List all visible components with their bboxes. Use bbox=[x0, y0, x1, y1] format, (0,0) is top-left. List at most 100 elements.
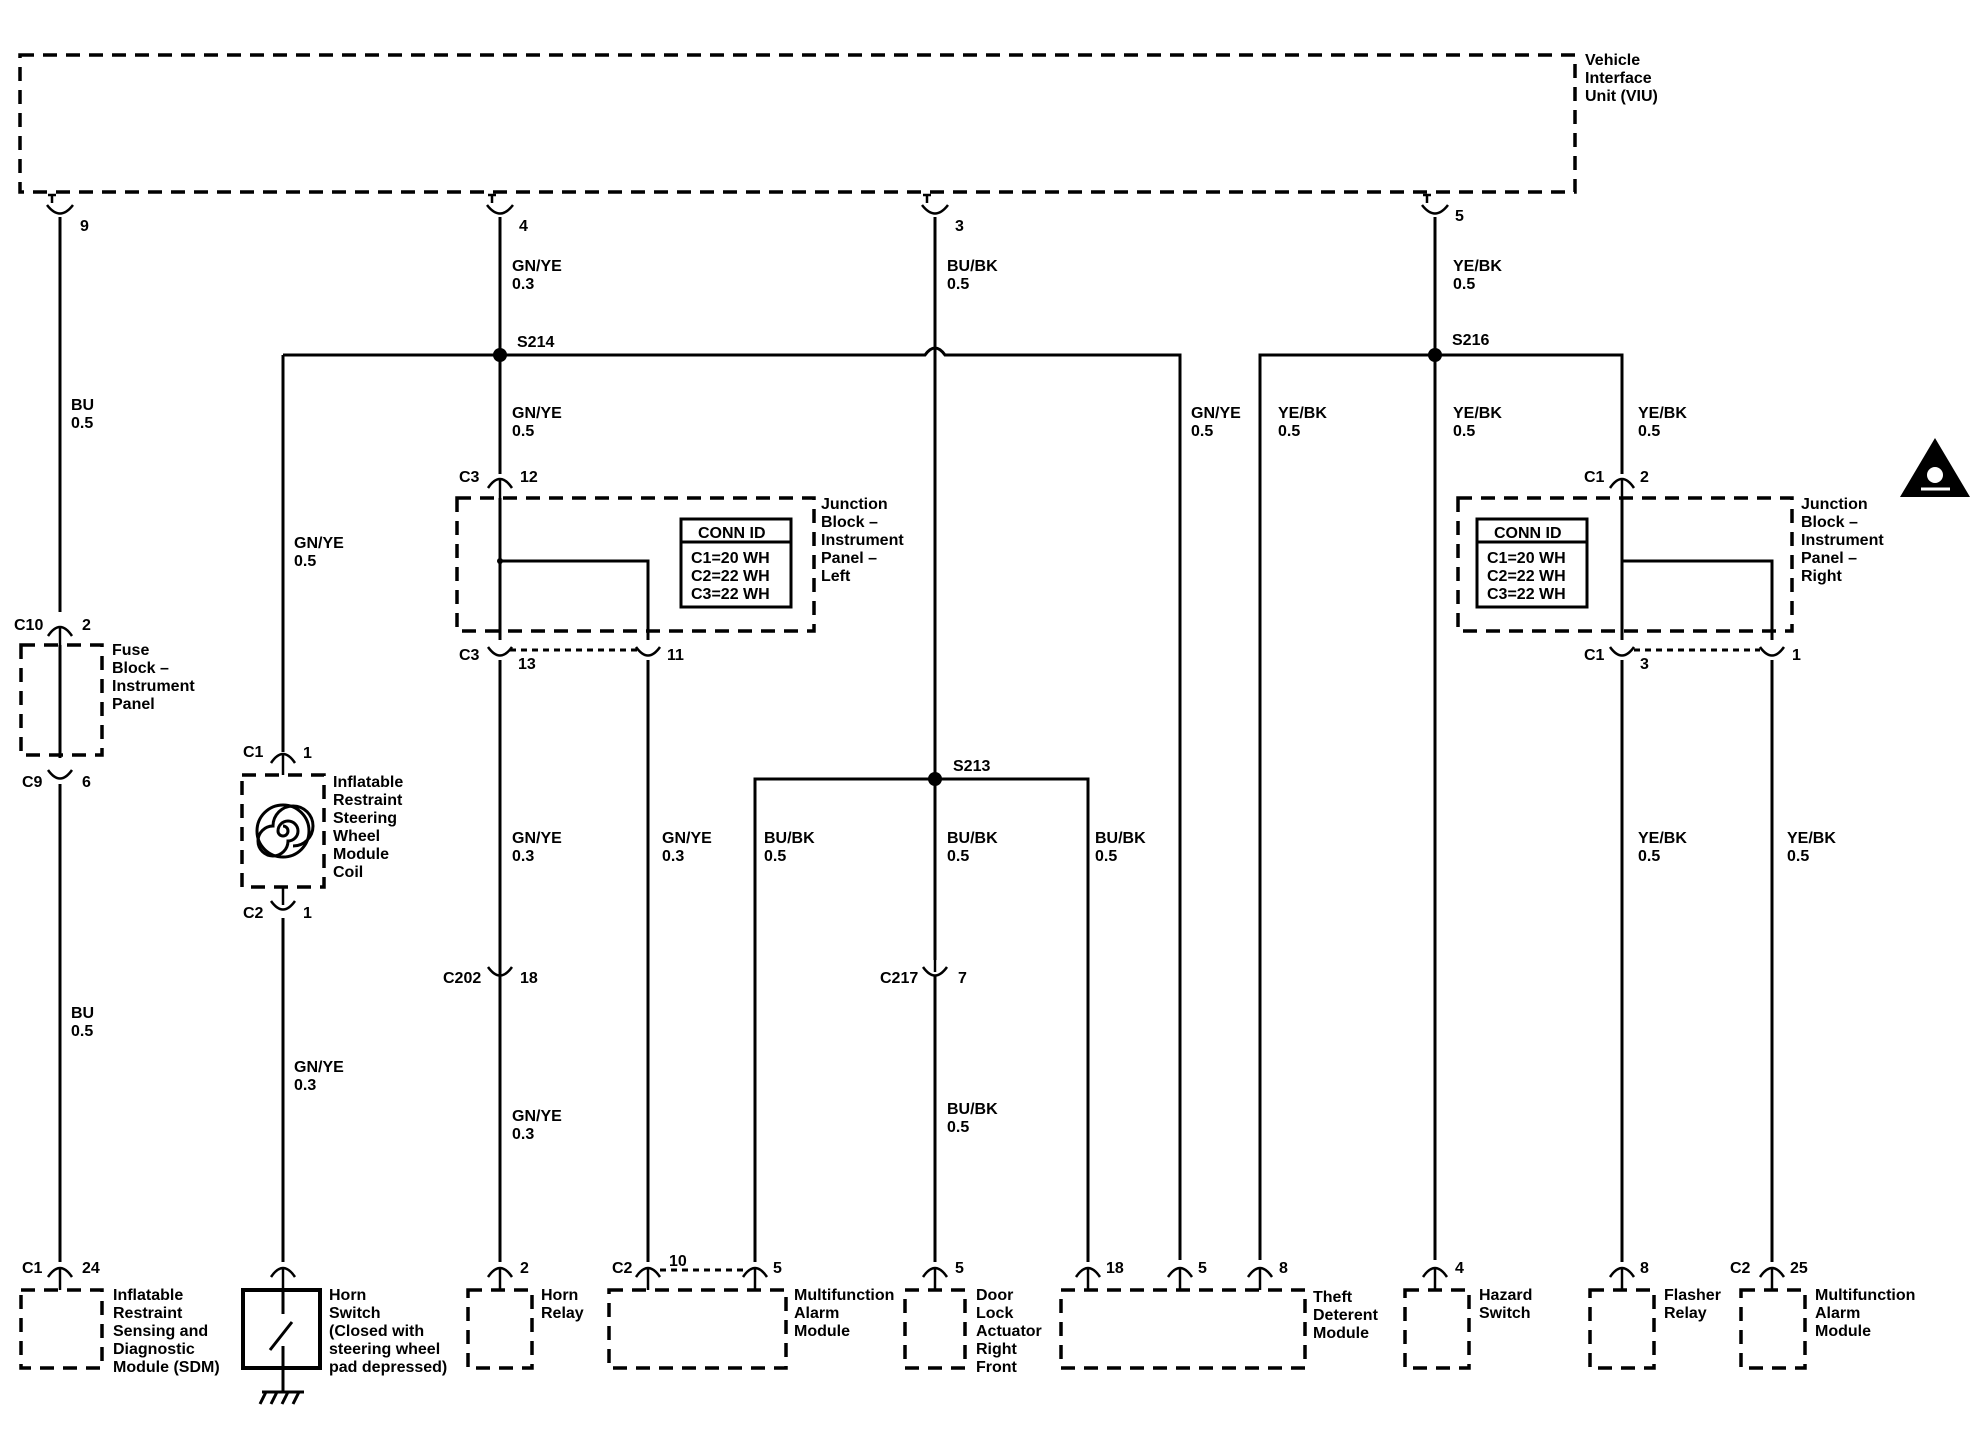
svg-text:5: 5 bbox=[955, 1260, 964, 1277]
wire-label-w6: GN/YE0.5 bbox=[294, 535, 344, 570]
c1-3-1-connector: C1 3 1 bbox=[1584, 646, 1801, 673]
ground-icon bbox=[258, 1368, 304, 1405]
jb-left-junction-dot bbox=[497, 558, 503, 564]
theft-label: Theft Deterent Module bbox=[1313, 1289, 1379, 1342]
svg-text:Alarm: Alarm bbox=[794, 1305, 839, 1322]
svg-text:GN/YE: GN/YE bbox=[1191, 405, 1241, 422]
coil-c1-connector: C1 1 bbox=[243, 744, 312, 775]
coil-c2-connector: C2 1 bbox=[243, 887, 312, 922]
wire-label-w17: YE/BK0.5 bbox=[1787, 830, 1836, 865]
svg-text:C1: C1 bbox=[1584, 647, 1605, 664]
mfam-left-label: Multifunction Alarm Module bbox=[794, 1287, 894, 1340]
coil-label: Inflatable Restraint Steering Wheel Modu… bbox=[333, 774, 403, 881]
svg-text:Diagnostic: Diagnostic bbox=[113, 1341, 195, 1358]
svg-text:0.5: 0.5 bbox=[512, 423, 534, 440]
svg-text:C1: C1 bbox=[243, 744, 264, 761]
hazard-box bbox=[1403, 1288, 1471, 1370]
svg-text:0.5: 0.5 bbox=[1278, 423, 1300, 440]
mfam-left-connector: C2 10 5 bbox=[612, 1253, 782, 1290]
svg-text:0.5: 0.5 bbox=[1638, 423, 1660, 440]
svg-text:Block –: Block – bbox=[112, 660, 169, 677]
svg-text:4: 4 bbox=[519, 218, 528, 235]
jb-right-internal bbox=[1620, 498, 1774, 640]
svg-text:GN/YE: GN/YE bbox=[294, 535, 344, 552]
svg-text:Actuator: Actuator bbox=[976, 1323, 1042, 1340]
splice-s216-label: S216 bbox=[1452, 332, 1489, 349]
svg-text:18: 18 bbox=[1106, 1260, 1124, 1277]
c1-2-connector: C1 2 bbox=[1584, 469, 1649, 498]
svg-text:Alarm: Alarm bbox=[1815, 1305, 1860, 1322]
svg-text:Deterent: Deterent bbox=[1313, 1307, 1379, 1324]
svg-text:Sensing and: Sensing and bbox=[113, 1323, 208, 1340]
svg-text:Horn: Horn bbox=[541, 1287, 578, 1304]
svg-text:Multifunction: Multifunction bbox=[1815, 1287, 1915, 1304]
svg-text:YE/BK: YE/BK bbox=[1787, 830, 1836, 847]
svg-text:Instrument: Instrument bbox=[1801, 532, 1884, 549]
svg-text:Right: Right bbox=[976, 1341, 1018, 1358]
jb-left-internal bbox=[498, 498, 650, 640]
svg-text:0.3: 0.3 bbox=[512, 1126, 534, 1143]
door-lock-connector: 5 bbox=[921, 1260, 964, 1290]
splice-s214-label: S214 bbox=[517, 334, 554, 351]
theft-connector: 18 5 8 bbox=[1074, 1260, 1288, 1290]
svg-text:BU/BK: BU/BK bbox=[764, 830, 815, 847]
svg-text:Instrument: Instrument bbox=[112, 678, 195, 695]
svg-text:4: 4 bbox=[1455, 1260, 1464, 1277]
svg-text:BU/BK: BU/BK bbox=[947, 258, 998, 275]
c9-connector: C9 6 bbox=[22, 769, 91, 791]
svg-text:GN/YE: GN/YE bbox=[512, 405, 562, 422]
theft-box bbox=[1059, 1288, 1307, 1370]
svg-text:0.5: 0.5 bbox=[764, 848, 786, 865]
wire-label-w9: YE/BK0.5 bbox=[1453, 405, 1502, 440]
wire-label-w16: YE/BK0.5 bbox=[1638, 830, 1687, 865]
svg-text:CONN ID: CONN ID bbox=[1494, 525, 1562, 542]
svg-text:GN/YE: GN/YE bbox=[294, 1059, 344, 1076]
svg-text:0.5: 0.5 bbox=[947, 1119, 969, 1136]
sdm-label: Inflatable Restraint Sensing and Diagnos… bbox=[113, 1287, 220, 1376]
svg-text:3: 3 bbox=[955, 218, 964, 235]
svg-text:0.5: 0.5 bbox=[1095, 848, 1117, 865]
sdm-box bbox=[19, 1288, 104, 1370]
svg-text:Switch: Switch bbox=[329, 1305, 381, 1322]
svg-text:Steering: Steering bbox=[333, 810, 397, 827]
svg-text:0.3: 0.3 bbox=[294, 1077, 316, 1094]
svg-text:Flasher: Flasher bbox=[1664, 1287, 1721, 1304]
flasher-box bbox=[1588, 1288, 1656, 1370]
c217-connector: C217 7 bbox=[880, 953, 967, 987]
svg-text:7: 7 bbox=[958, 970, 967, 987]
svg-text:3: 3 bbox=[1640, 656, 1649, 673]
svg-text:Block –: Block – bbox=[1801, 514, 1858, 531]
wire-label-w15: BU/BK0.5 bbox=[1095, 830, 1146, 865]
svg-text:0.5: 0.5 bbox=[294, 553, 316, 570]
svg-text:10: 10 bbox=[669, 1253, 687, 1270]
svg-text:1: 1 bbox=[303, 905, 312, 922]
svg-text:Front: Front bbox=[976, 1359, 1018, 1376]
splice-s216-dot bbox=[1428, 348, 1442, 362]
svg-text:Module (SDM): Module (SDM) bbox=[113, 1359, 220, 1376]
svg-text:Relay: Relay bbox=[541, 1305, 584, 1322]
svg-text:C1: C1 bbox=[22, 1260, 43, 1277]
svg-text:11: 11 bbox=[667, 647, 684, 664]
bus-s214 bbox=[283, 346, 1182, 1260]
svg-text:1: 1 bbox=[1792, 647, 1801, 664]
svg-text:steering wheel: steering wheel bbox=[329, 1341, 440, 1358]
svg-text:C1: C1 bbox=[1584, 469, 1605, 486]
svg-text:Vehicle: Vehicle bbox=[1585, 52, 1640, 69]
svg-text:BU/BK: BU/BK bbox=[1095, 830, 1146, 847]
svg-text:5: 5 bbox=[1455, 208, 1464, 225]
svg-text:8: 8 bbox=[1640, 1260, 1649, 1277]
svg-text:24: 24 bbox=[82, 1260, 100, 1277]
horn-switch-label: Horn Switch (Closed with steering wheel … bbox=[329, 1287, 447, 1376]
svg-text:Restraint: Restraint bbox=[113, 1305, 183, 1322]
wire-label-w5: GN/YE0.5 bbox=[512, 405, 562, 440]
svg-text:5: 5 bbox=[773, 1260, 782, 1277]
svg-text:2: 2 bbox=[520, 1260, 529, 1277]
svg-text:1: 1 bbox=[303, 745, 312, 762]
svg-text:C3=22 WH: C3=22 WH bbox=[1487, 586, 1566, 603]
svg-text:CONN ID: CONN ID bbox=[698, 525, 766, 542]
wire-label-w2: BU/BK0.5 bbox=[947, 258, 998, 293]
wire-label-w11: GN/YE0.3 bbox=[512, 830, 562, 865]
svg-text:GN/YE: GN/YE bbox=[512, 1108, 562, 1125]
horn-switch-symbol bbox=[241, 1288, 322, 1370]
